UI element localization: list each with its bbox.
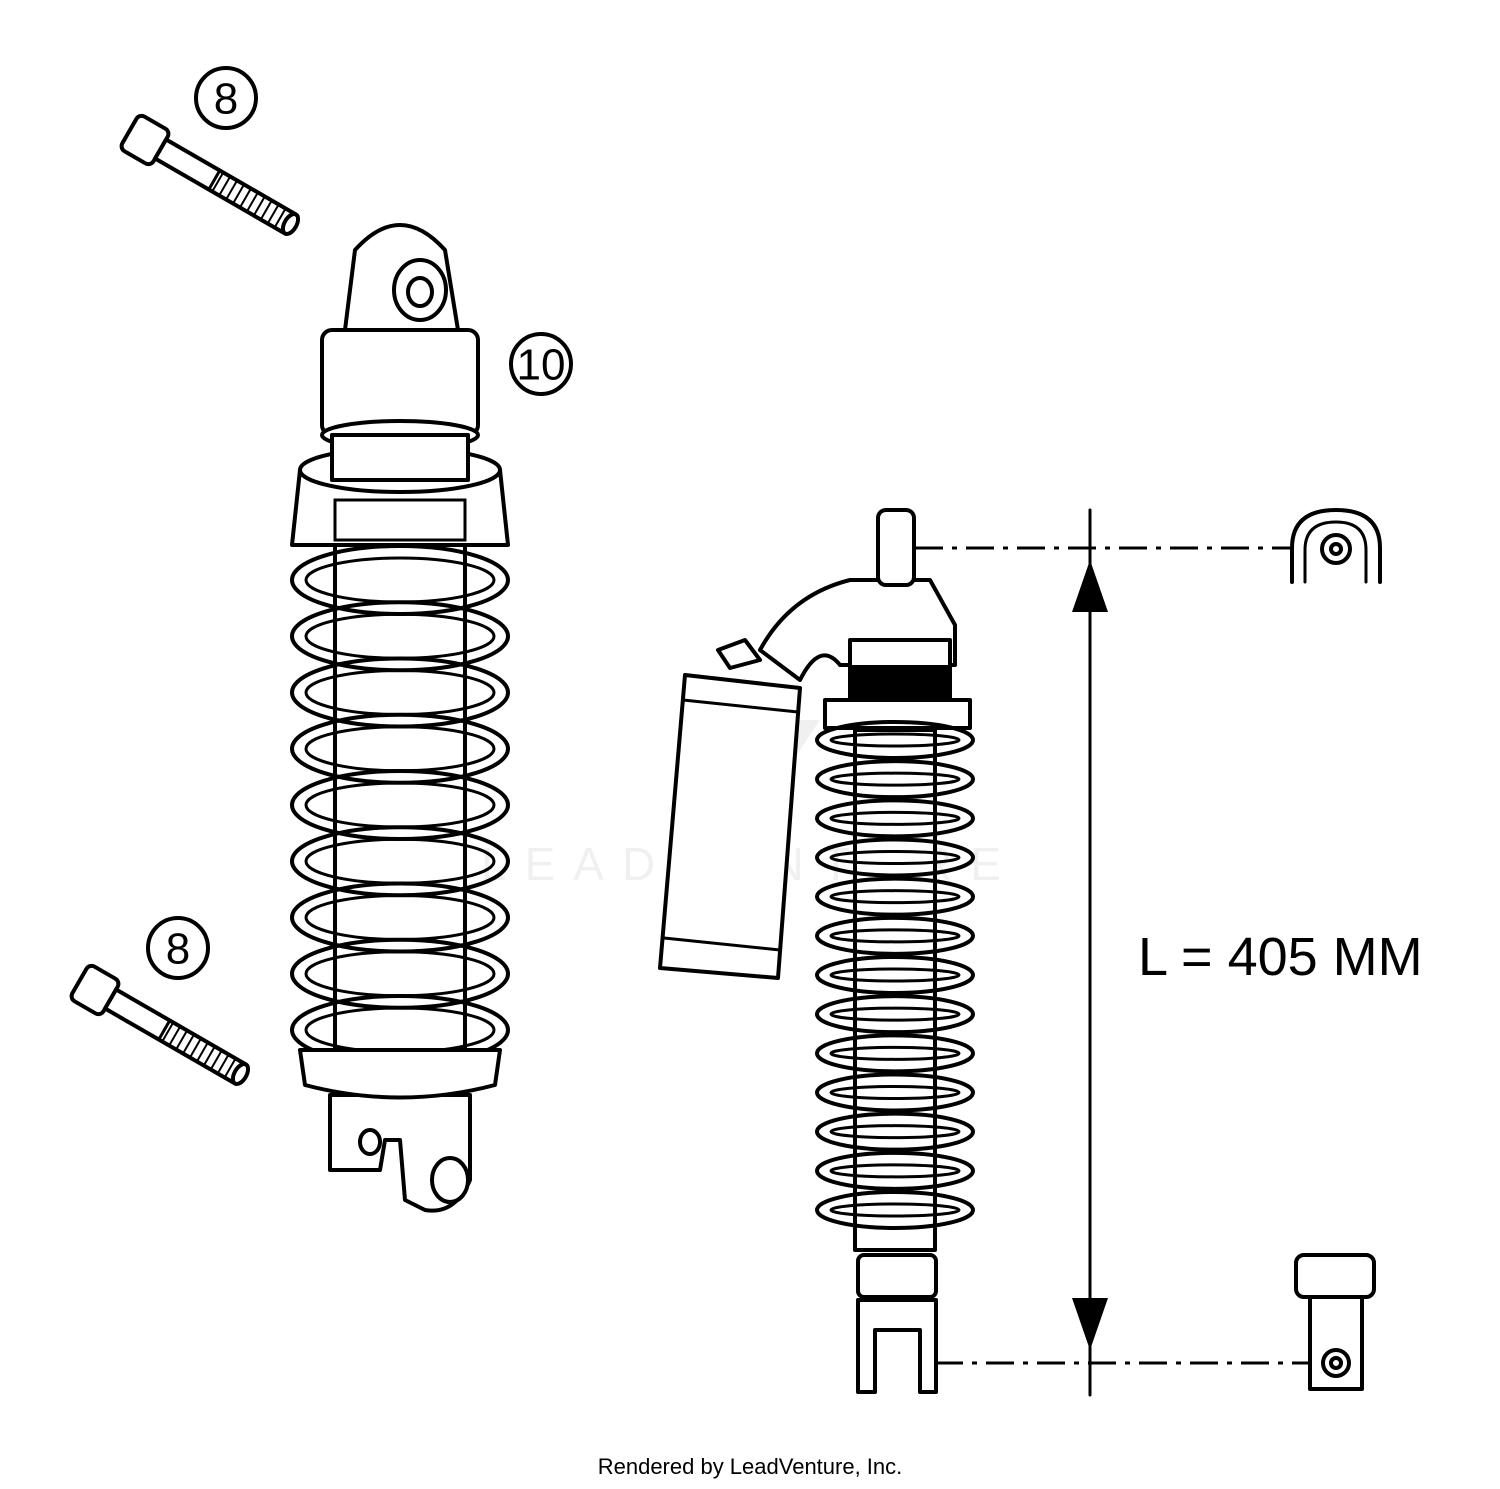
right-spring-coil [815,759,975,800]
right-spring-coil [815,876,975,917]
right-spring-coil [815,1111,975,1152]
shock-absorber-right[interactable] [658,508,975,1394]
callout-8-bottom-label: 8 [166,925,190,974]
right-spring-coil-inner [829,1006,961,1022]
right-spring-coil [815,915,975,956]
right-spring-coil [815,994,975,1035]
right-spring-coil-inner [829,1163,961,1179]
dimension-label: L = 405 MM [1138,927,1423,987]
right-spring-coil [815,1150,975,1191]
right-spring-coil-inner [829,1085,961,1100]
right-spring [815,720,975,1230]
right-spring-coil [815,720,975,760]
callout-8-top: 8 [194,66,258,130]
right-spring-coil [815,798,975,839]
right-spring-coil-inner [829,732,961,748]
shock-bottom-clevis-icon [1294,1253,1376,1391]
right-spring-coil [815,1190,975,1230]
right-spring-coil [815,955,975,995]
footer-credit: Rendered by LeadVenture, Inc. [598,1454,903,1479]
callout-10: 10 [509,332,573,396]
callout-8-bottom: 8 [146,916,210,980]
callout-10-label: 10 [517,341,566,390]
right-spring-coil-inner [829,1124,961,1140]
right-spring-coil-inner [829,850,961,865]
right-spring-coil-inner [829,810,961,826]
right-spring-coil [815,1072,975,1113]
dimension-length: L = 405 MM [915,508,1423,1397]
right-spring-coil-inner [829,967,961,983]
shock-top-eye-icon [1290,508,1382,584]
shock-absorber-left[interactable] [290,223,510,1213]
right-spring-coil-inner [829,1202,961,1218]
right-spring-coil-inner [829,928,961,944]
right-spring-coil [815,1033,975,1074]
right-spring-coil-inner [829,889,961,905]
right-spring-coil [815,837,975,878]
right-spring-coil-inner [829,1045,961,1061]
right-spring-coil-inner [829,771,961,787]
callout-8-top-label: 8 [214,75,238,124]
bolt-top[interactable] [119,113,305,245]
bolt-bottom[interactable] [69,963,255,1095]
left-spring [290,544,510,1066]
